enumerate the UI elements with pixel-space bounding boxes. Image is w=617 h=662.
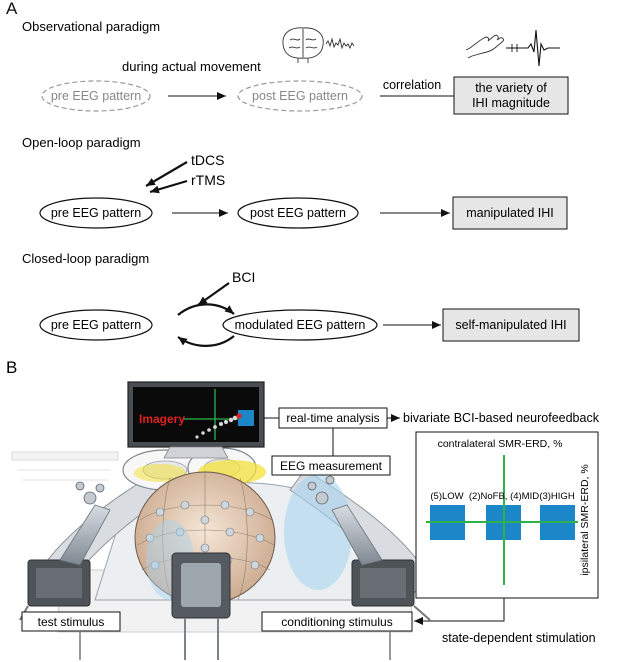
- eeg-trace-icon: [325, 37, 355, 50]
- obs-result-line1: the variety of: [475, 81, 547, 95]
- plot-ylabel: ipsilateral SMR-ERD, %: [579, 464, 591, 575]
- plot-xlabel: contralateral SMR-ERD, %: [438, 438, 563, 450]
- obs-pre-node: [41, 80, 151, 112]
- obs-post-label: post EEG pattern: [252, 89, 348, 103]
- closedloop-stim-bci: BCI: [232, 269, 255, 285]
- obs-correlation-label: correlation: [383, 78, 441, 92]
- open-post-node: [237, 197, 359, 229]
- realtime-analysis-label: real-time analysis: [286, 411, 379, 425]
- conditioning-stimulus-label: conditioning stimulus: [281, 615, 392, 629]
- hand-sketch-icon: [465, 34, 504, 59]
- obs-pre-label: pre EEG pattern: [51, 89, 141, 103]
- monitor-target-square: [238, 410, 254, 426]
- closed-post-node: [222, 309, 378, 341]
- open-post-label: post EEG pattern: [250, 206, 346, 220]
- plot-label-high: (3)HIGH: [539, 491, 575, 502]
- closed-result-label: self-manipulated IHI: [455, 318, 566, 332]
- closedloop-bci-arrow: [197, 282, 230, 306]
- panel-a-label: A: [6, 0, 18, 18]
- monitor-imagery-text: Imagery: [139, 412, 185, 426]
- feedback-plot: contralateral SMR-ERD, % ipsilateral SMR…: [415, 431, 599, 599]
- plot-label-low: (5)LOW: [430, 491, 463, 502]
- openloop-rtms-arrow: [149, 179, 188, 194]
- conditioning-stimulus-box: [261, 611, 413, 632]
- bci-neurofeedback-label: bivariate BCI-based neurofeedback: [403, 411, 600, 425]
- openloop-tdcs-arrow: [145, 161, 188, 187]
- plot-label-mid: (2)NoFB, (4)MID: [469, 491, 539, 502]
- plot-to-stimulation-line: [414, 598, 505, 625]
- open-result-label: manipulated IHI: [466, 206, 554, 220]
- observational-title: Observational paradigm: [22, 19, 160, 34]
- eeg-measurement-label: EEG measurement: [280, 459, 383, 473]
- feedback-monitor: Imagery: [127, 381, 265, 459]
- openloop-title: Open-loop paradigm: [22, 135, 141, 150]
- closed-loop-arrow-top: [177, 303, 235, 316]
- panel-b-label: B: [6, 358, 17, 377]
- test-stimulus-label: test stimulus: [38, 615, 105, 629]
- state-dependent-label: state-dependent stimulation: [442, 631, 596, 645]
- closed-pre-label: pre EEG pattern: [51, 318, 141, 332]
- closed-result-box: [442, 308, 580, 342]
- open-pre-label: pre EEG pattern: [51, 206, 141, 220]
- observational-note: during actual movement: [122, 59, 261, 74]
- closedloop-title: Closed-loop paradigm: [22, 251, 149, 266]
- openloop-stim-rtms: rTMS: [191, 172, 225, 188]
- obs-result-box: [453, 76, 569, 115]
- monitor-cursor-trail: [195, 415, 238, 439]
- openloop-stim-tdcs: tDCS: [191, 152, 224, 168]
- subject-illustration: [11, 447, 431, 660]
- eeg-measurement-box: [271, 455, 391, 476]
- closed-pre-node: [39, 309, 153, 341]
- brain-sketch-icon: [282, 27, 324, 63]
- open-result-box: [452, 196, 568, 230]
- closed-post-label: modulated EEG pattern: [235, 318, 366, 332]
- open-pre-node: [39, 197, 153, 229]
- emg-trace-icon: [506, 29, 560, 67]
- test-stimulus-box: [21, 611, 121, 632]
- obs-result-line2: IHI magnitude: [472, 96, 550, 110]
- emg-ticks: [511, 44, 518, 52]
- closed-loop-arrow-bottom: [177, 335, 235, 347]
- monitor-cursor: [236, 413, 242, 419]
- obs-post-node: [237, 80, 363, 112]
